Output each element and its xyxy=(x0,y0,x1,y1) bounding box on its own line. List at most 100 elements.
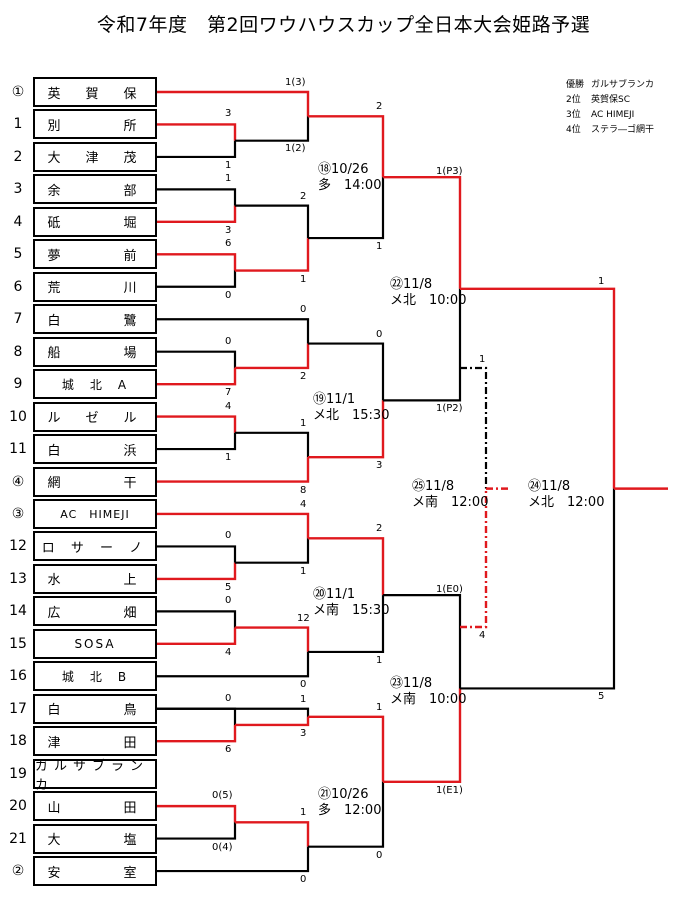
score-label: 7 xyxy=(225,387,232,399)
bracket-line xyxy=(157,651,310,678)
score-label: 3 xyxy=(300,727,307,739)
team-rank: 19 xyxy=(9,765,27,782)
score-label: 8 xyxy=(300,484,307,496)
score-label: 0(5) xyxy=(212,790,233,802)
team-box: 白 鳥 xyxy=(33,693,157,724)
bracket-line xyxy=(383,688,462,783)
score-label: 1(3) xyxy=(285,77,306,88)
bracket-line xyxy=(383,594,462,689)
score-label: 2 xyxy=(300,190,307,202)
score-label: 0 xyxy=(225,530,232,542)
score-label: 4 xyxy=(225,400,232,412)
score-label: 0 xyxy=(225,692,232,704)
team-rank: 14 xyxy=(9,603,27,620)
match-venue-time: メ南 12:00 xyxy=(412,494,489,510)
bracket-line xyxy=(460,366,488,489)
score-label: 2 xyxy=(376,101,383,113)
team-rank: 10 xyxy=(9,408,27,425)
bracket-line xyxy=(235,343,310,370)
bracket-line xyxy=(157,610,237,628)
match-number: ㉓11/8 xyxy=(390,676,433,692)
bracket-line xyxy=(157,846,310,873)
bracket-line xyxy=(308,177,385,240)
bracket-line xyxy=(460,488,616,690)
team-box: 津 田 xyxy=(33,726,157,757)
score-label: 0 xyxy=(300,304,307,316)
bracket-line xyxy=(157,367,237,386)
team-rank: 6 xyxy=(13,278,23,295)
bracket-line xyxy=(308,537,385,596)
score-label: 0(4) xyxy=(212,841,233,853)
score-label: 0 xyxy=(225,595,232,607)
team-box: 大 津 茂 xyxy=(33,141,157,172)
team-rank: 1 xyxy=(13,116,23,133)
result-place: 2位 xyxy=(566,95,581,105)
team-box: 英 賀 保 xyxy=(33,77,157,107)
score-label: 1 xyxy=(376,241,383,253)
bracket-line xyxy=(157,270,237,288)
score-label: 1 xyxy=(479,354,486,365)
match-number: ㉒11/8 xyxy=(390,276,433,292)
bracket-line xyxy=(235,431,310,458)
match-number: ㉑10/26 xyxy=(318,786,369,802)
team-rank: 11 xyxy=(9,441,27,458)
bracket-line xyxy=(157,457,310,483)
team-rank: 16 xyxy=(9,668,27,685)
team-rank: 5 xyxy=(13,246,23,263)
score-label: 1 xyxy=(300,417,307,429)
score-label: 4 xyxy=(300,498,307,510)
bracket-line xyxy=(157,512,310,539)
bracket-line xyxy=(157,253,237,271)
score-label: 5 xyxy=(225,581,232,593)
match-venue-time: 多 14:00 xyxy=(318,177,382,193)
bracket-line xyxy=(157,140,237,159)
score-label: 1 xyxy=(225,452,232,464)
bracket-line xyxy=(157,415,237,433)
score-label: 1(P2) xyxy=(436,403,463,415)
bracket-line xyxy=(383,176,462,289)
score-label: 12 xyxy=(297,612,310,624)
team-box: 大 塩 xyxy=(33,823,157,854)
team-rank: 3 xyxy=(13,181,23,198)
bracket-line xyxy=(235,626,310,652)
score-label: 1 xyxy=(225,159,232,171)
score-label: 3 xyxy=(225,224,232,236)
match-venue-time: 多 12:00 xyxy=(318,802,382,818)
team-box: ル ゼ ル xyxy=(33,401,157,432)
bracket-line xyxy=(157,724,237,743)
score-label: 1 xyxy=(598,275,605,287)
team-box: 夢 前 xyxy=(33,239,157,270)
bracket-line xyxy=(308,781,385,848)
result-row: 4位ステラ―ゴ網干 xyxy=(566,125,654,136)
score-label: 6 xyxy=(225,744,232,756)
score-label: 2 xyxy=(300,370,307,382)
team-box: AC HIMEJI xyxy=(33,498,157,529)
bracket-line xyxy=(157,545,237,563)
team-rank: 18 xyxy=(9,733,27,750)
score-label: 1(2) xyxy=(285,142,306,154)
result-place: 4位 xyxy=(566,125,581,135)
team-rank: 13 xyxy=(9,570,27,587)
result-row: 優勝ガルサブランカ xyxy=(566,80,654,91)
team-box: 山 田 xyxy=(33,791,157,822)
team-rank: ③ xyxy=(11,505,25,522)
bracket-line xyxy=(308,595,385,654)
match-number: ㉔11/8 xyxy=(528,478,571,494)
bracket-line xyxy=(157,350,237,368)
bracket-line xyxy=(235,821,310,847)
bracket-line xyxy=(235,204,310,239)
team-box: 城 北 A xyxy=(33,369,157,400)
match-venue-time: メ北 12:00 xyxy=(528,494,605,510)
score-label: 4 xyxy=(479,630,486,641)
team-box: 白 鷺 xyxy=(33,304,157,335)
bracket-line xyxy=(460,287,616,489)
team-rank: 7 xyxy=(13,311,23,328)
bracket-line xyxy=(157,804,237,823)
bracket-line xyxy=(235,116,310,142)
score-label: 1 xyxy=(376,701,383,713)
